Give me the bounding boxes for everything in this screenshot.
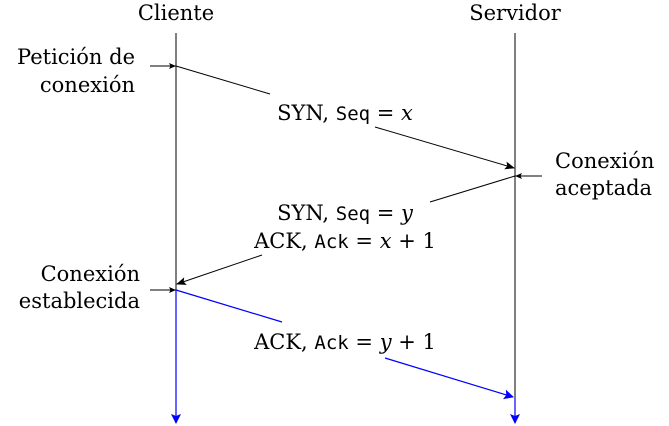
ack-arrow	[384, 357, 514, 400]
request-label-2: conexión	[40, 73, 135, 97]
ack-arrow-segment	[175, 289, 283, 323]
accepted-label-1: Conexión	[555, 149, 654, 173]
server-label: Servidor	[469, 1, 562, 25]
ack-label: ACK, Ack = y + 1	[253, 330, 436, 354]
request-label-1: Petición de	[17, 45, 135, 69]
synack-arrow	[176, 254, 263, 285]
client-label: Cliente	[138, 1, 214, 25]
synack-label-syn: SYN, Seq = y	[277, 201, 414, 225]
syn-arrow-segment	[175, 65, 271, 95]
synack-label-ack: ACK, Ack = x + 1	[253, 229, 436, 253]
established-label-1: Conexión	[41, 262, 140, 286]
syn-arrow	[374, 126, 515, 170]
established-label-2: establecida	[19, 289, 140, 313]
accepted-label-2: aceptada	[555, 176, 652, 200]
syn-label: SYN, Seq = x	[277, 101, 413, 125]
synack-arrow-segment	[429, 175, 516, 203]
